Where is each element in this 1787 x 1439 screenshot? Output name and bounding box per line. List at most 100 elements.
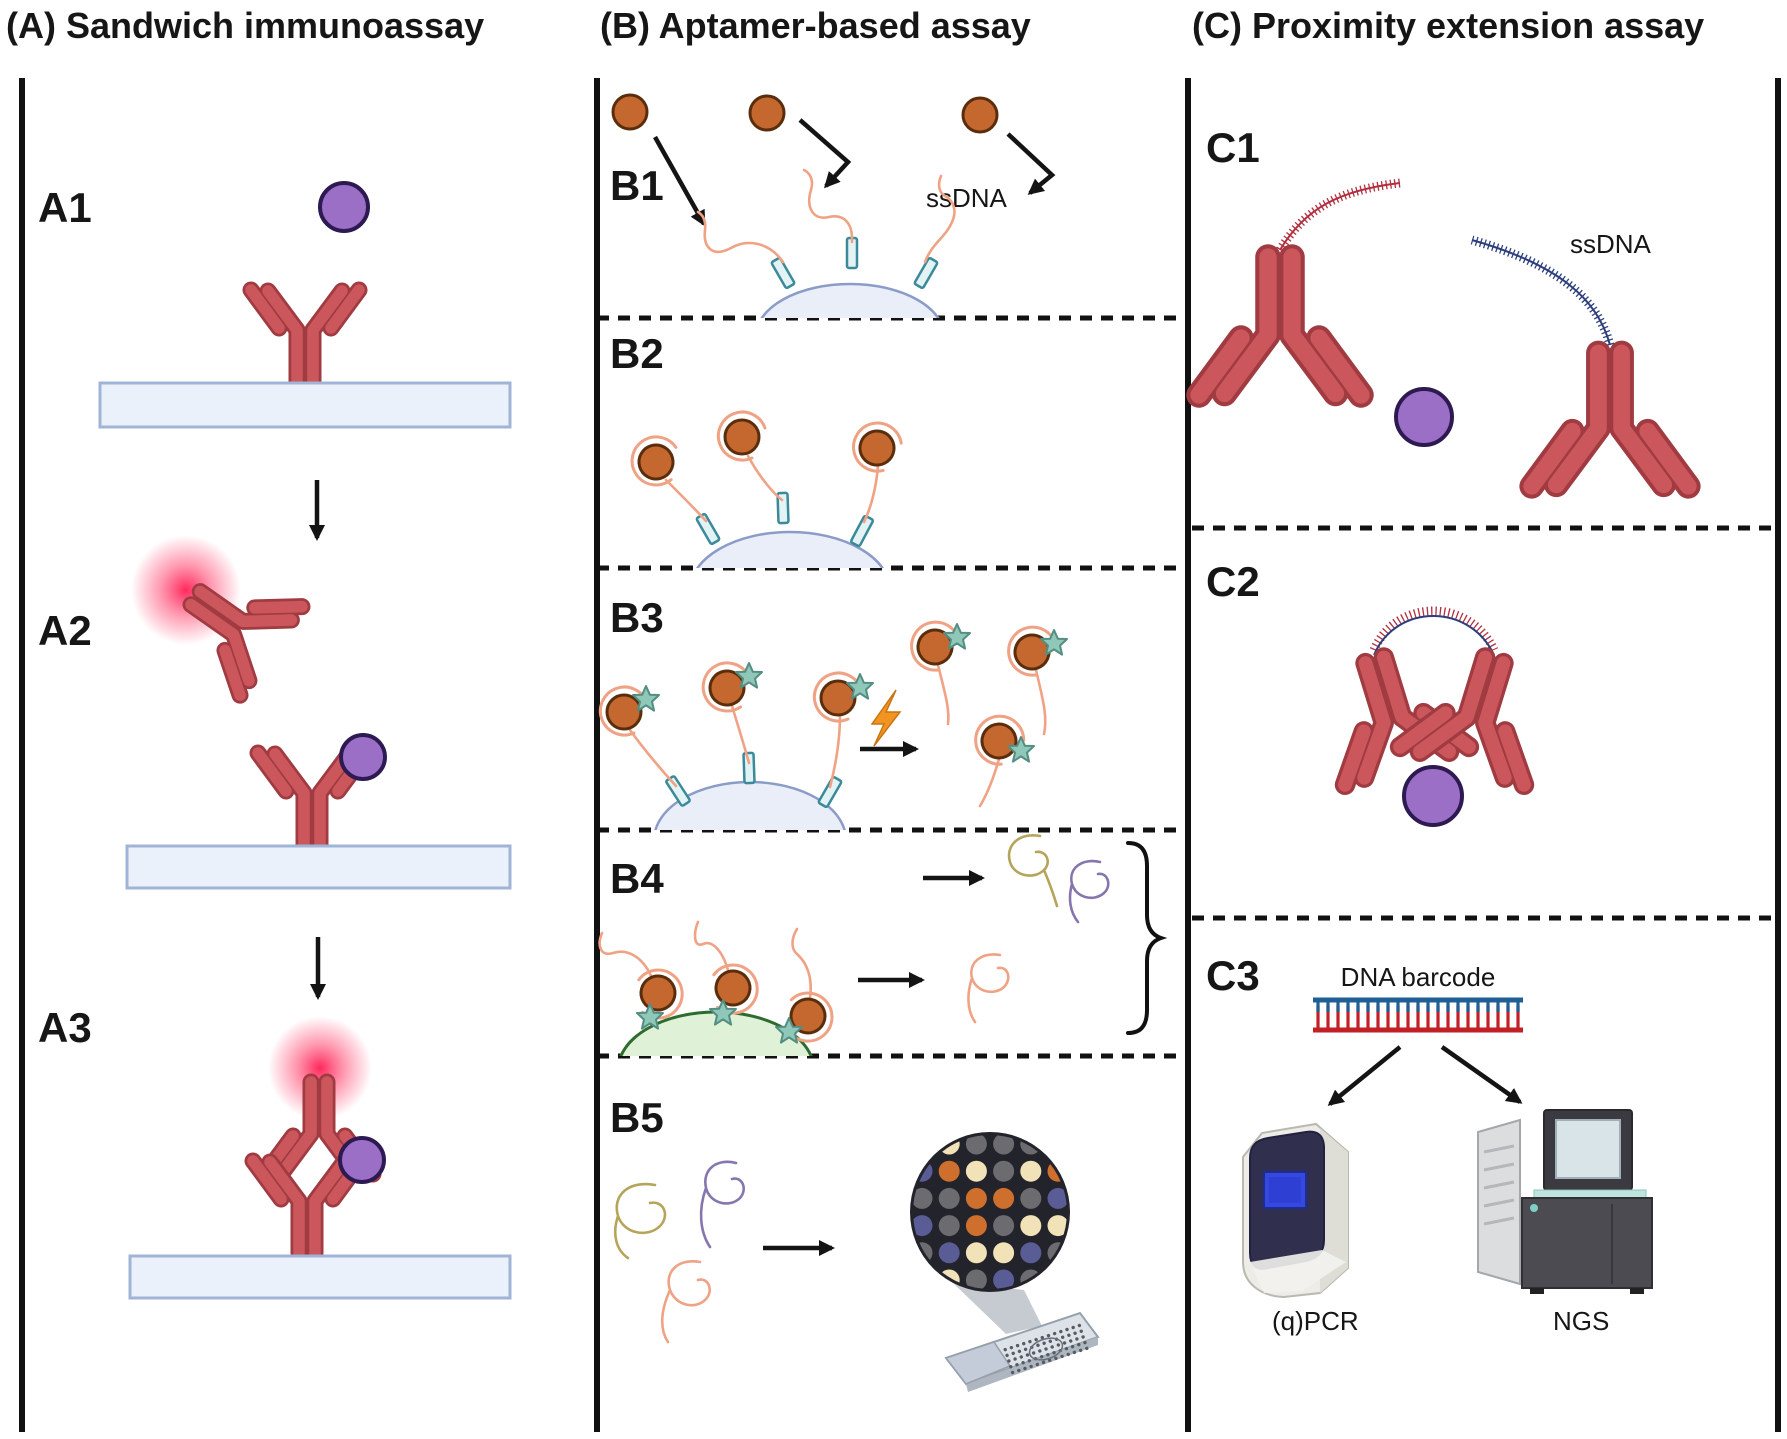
slide-scan-region [1028, 1337, 1064, 1361]
capture-antibody-icon [251, 290, 359, 382]
microarray-dot [1046, 1353, 1050, 1357]
microarray-dot [1020, 1160, 1042, 1182]
microarray-dot [1031, 1351, 1036, 1355]
panel-a: A1 A2 A3 [38, 181, 512, 1300]
section-b5: B5 [610, 1094, 1100, 1392]
binding-arrow-icon [653, 135, 706, 227]
aptamer-bound-protein-icon [697, 657, 756, 717]
dna-barcode-label: DNA barcode [1341, 962, 1496, 992]
microarray-dot [1020, 1187, 1042, 1209]
microarray-dot [1056, 1343, 1061, 1347]
microarray-dot [1048, 1358, 1052, 1363]
aptamer-strand-icon [802, 168, 854, 244]
qpcr-label: (q)PCR [1272, 1306, 1359, 1336]
microarray-dot [1020, 1215, 1042, 1237]
aptamer-tail [628, 728, 678, 788]
conjugated-ssdna-red-line [1279, 182, 1401, 251]
free-ssdna-purple-icon [1068, 859, 1110, 924]
protein-icon [748, 94, 786, 132]
microarray-dot [993, 1187, 1015, 1209]
microarray-dot [993, 1242, 1015, 1264]
slide-group [944, 1311, 1100, 1392]
lightning-icon [870, 689, 902, 747]
microarray-dot [1041, 1360, 1046, 1365]
analyte-icon [338, 1136, 386, 1184]
released-complex-icon [904, 615, 966, 677]
analyte-icon [1402, 765, 1464, 827]
microarray-dot [1078, 1348, 1083, 1353]
aptamer-strand-icon [598, 931, 653, 978]
microarray-dot [1070, 1344, 1075, 1349]
microarray-dot [1010, 1370, 1015, 1375]
microarray-dot [913, 1269, 933, 1289]
free-ssdna-yellow-icon [614, 1182, 667, 1260]
ssdna-label: ssDNA [1570, 229, 1652, 259]
microarray-dot [913, 1215, 933, 1237]
microarray-dot [1081, 1335, 1085, 1339]
microarray-dot [938, 1160, 960, 1182]
microarray-dot [1071, 1325, 1075, 1330]
analyte-icon [339, 733, 387, 781]
conjugated-ssdna-red-icon [1276, 178, 1401, 253]
microarray-dot [938, 1215, 960, 1237]
step-label-c1: C1 [1206, 124, 1260, 171]
step-label-a2: A2 [38, 607, 92, 654]
binding-arrow-icon [1006, 132, 1056, 195]
aptamer-strand-icon [923, 174, 956, 264]
microarray-dot [965, 1135, 987, 1155]
microarray-dot [1047, 1215, 1067, 1237]
aptamer-strand-icon [791, 927, 812, 1000]
step-label-a1: A1 [38, 184, 92, 231]
panel-b: B1 ssDNA B2 [597, 93, 1185, 1392]
free-ssdna-purple-icon [699, 1160, 745, 1249]
microarray-dot [1025, 1353, 1030, 1357]
step-label-b1: B1 [610, 162, 664, 209]
aptamer-tail [664, 478, 708, 523]
microarray-dot [993, 1215, 1015, 1237]
microarray-dot [965, 1160, 987, 1182]
microarray-dot [1022, 1341, 1026, 1346]
ngs-label: NGS [1553, 1306, 1609, 1336]
slide-edge [966, 1337, 1098, 1392]
magnifier-cone [952, 1282, 1042, 1334]
microarray-dot [1017, 1349, 1022, 1354]
microarray-dot [1009, 1345, 1014, 1350]
aptamer-bound-protein-icon [716, 410, 767, 462]
aptamer-tail [746, 454, 784, 502]
conjugated-ssdna-blue-line [1471, 239, 1611, 346]
microarray-dot [1009, 1365, 1013, 1369]
microarray-dot [1083, 1340, 1087, 1345]
panel-b-title: (B) Aptamer-based assay [600, 5, 1031, 46]
microarray-dot [1048, 1339, 1053, 1343]
hybridized-dna-blue-icon [1373, 615, 1495, 656]
microarray-dot [1027, 1359, 1032, 1363]
probe-antibody-icon [1532, 353, 1689, 486]
microarray-dot [1007, 1359, 1011, 1363]
aptamer-tail [730, 704, 751, 765]
microarray-dot [1052, 1331, 1057, 1336]
probe-antibody-icon [1199, 257, 1361, 395]
section-c2: C2 [1206, 558, 1556, 827]
microarray-dot [913, 1135, 933, 1155]
microarray-dot [1052, 1350, 1056, 1355]
protein-icon [961, 96, 999, 134]
bead-surface [760, 282, 940, 318]
ngs-machine-icon [1477, 1109, 1653, 1294]
panel-c: C1 ssDNA C2 C3 DNA barcode [1192, 124, 1775, 1336]
free-ssdna-orange-icon [967, 953, 1010, 1024]
curly-brace-icon [1126, 841, 1168, 1035]
microarray-dot [1023, 1366, 1027, 1371]
dna-barcode-icon [1313, 997, 1523, 1033]
microarray-dot [1039, 1355, 1044, 1359]
linker-icon [849, 514, 875, 548]
microarray-dot [938, 1187, 960, 1209]
microarray-dot [1042, 1341, 1046, 1345]
microarray-dot [1085, 1346, 1089, 1351]
microarray-dot [1003, 1347, 1007, 1352]
microarray-dot [1075, 1337, 1079, 1341]
aptamer-strand-icon [696, 210, 785, 264]
step-label-b2: B2 [610, 330, 664, 377]
microarray-dot [1073, 1331, 1077, 1335]
section-b1: B1 ssDNA [610, 93, 1056, 318]
microarray-dot [1015, 1363, 1019, 1367]
